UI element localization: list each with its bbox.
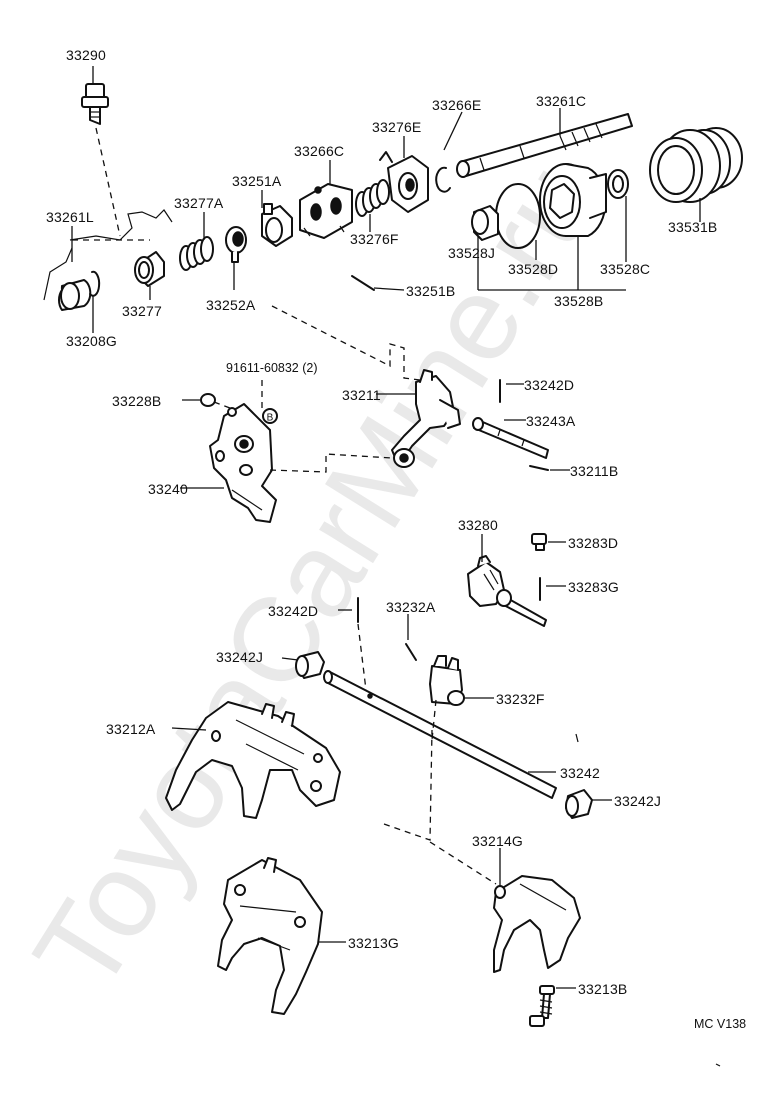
label-91611: 91611-60832 (2) xyxy=(226,361,318,375)
label-33528D: 33528D xyxy=(508,261,558,277)
label-33212A: 33212A xyxy=(106,721,156,737)
leader-dash-33211 xyxy=(271,305,421,381)
part-33213B-bolt xyxy=(529,985,555,1027)
part-33266C xyxy=(299,183,353,239)
label-33528J: 33528J xyxy=(448,245,495,261)
part-33266E xyxy=(435,166,451,193)
labels: 33290 33266E 33261C 33276E 33266C 33251A… xyxy=(46,47,746,1031)
label-33242D-lower: 33242D xyxy=(268,603,318,619)
part-bushing-left xyxy=(58,279,92,311)
part-33528J xyxy=(471,205,499,241)
label-33240: 33240 xyxy=(148,481,188,497)
part-33251B xyxy=(351,275,375,291)
leader-33242J-a xyxy=(281,657,299,661)
leader-33266E xyxy=(443,111,463,151)
part-33242-shaft xyxy=(323,670,557,799)
label-33528C: 33528C xyxy=(600,261,650,277)
part-33531B-boot xyxy=(649,127,743,203)
bolt-marker-circle xyxy=(262,408,278,424)
label-33242J-a: 33242J xyxy=(216,649,263,665)
part-33280 xyxy=(467,555,547,627)
label-33243A: 33243A xyxy=(526,413,576,429)
part-33290 xyxy=(81,83,109,125)
leader-33242D-dash xyxy=(357,623,367,691)
label-33261L: 33261L xyxy=(46,209,94,225)
part-33277 xyxy=(134,251,165,287)
label-33277A: 33277A xyxy=(174,195,224,211)
label-33276F: 33276F xyxy=(350,231,399,247)
leader-33290-dash xyxy=(95,127,121,237)
part-33211B xyxy=(529,465,549,471)
leader-33214G-dash xyxy=(429,841,497,885)
part-33212A-fork xyxy=(165,701,341,819)
label-33208G: 33208G xyxy=(66,333,117,349)
part-33228B xyxy=(200,393,216,407)
leader-33251B xyxy=(373,287,405,291)
label-33214G: 33214G xyxy=(472,833,523,849)
label-33277: 33277 xyxy=(122,303,162,319)
label-33251B: 33251B xyxy=(406,283,455,299)
label-33531B: 33531B xyxy=(668,219,717,235)
label-33228B: 33228B xyxy=(112,393,161,409)
bolt-marker-label: B xyxy=(267,413,274,424)
part-33283D xyxy=(531,533,547,551)
leader-33232F-dash xyxy=(431,699,437,741)
label-33211: 33211 xyxy=(342,387,381,403)
label-33261C: 33261C xyxy=(536,93,586,109)
leader-33212A xyxy=(171,727,207,731)
label-33280: 33280 xyxy=(458,517,498,533)
part-33243A-shaft xyxy=(472,417,549,459)
part-33232A xyxy=(405,643,417,661)
label-33213G: 33213G xyxy=(348,935,399,951)
part-33213G-fork xyxy=(217,857,323,1015)
leader-fork-dash xyxy=(383,729,433,841)
label-33211B: 33211B xyxy=(570,463,618,479)
label-33290: 33290 xyxy=(66,47,106,63)
label-33283G: 33283G xyxy=(568,579,619,595)
label-33242J-b: 33242J xyxy=(614,793,661,809)
part-33211-lever xyxy=(391,369,461,468)
stray-mark-2 xyxy=(715,1063,721,1067)
label-33242: 33242 xyxy=(560,765,600,781)
label-33232F: 33232F xyxy=(496,691,545,707)
stray-mark-1 xyxy=(575,733,579,743)
diagram-code: MC V138 xyxy=(694,1017,746,1031)
part-33214G-fork xyxy=(493,875,581,973)
label-33251A: 33251A xyxy=(232,173,282,189)
label-33213B: 33213B xyxy=(578,981,627,997)
part-33528B-housing xyxy=(539,163,607,237)
part-33232F xyxy=(429,655,465,706)
case-outline xyxy=(43,209,173,301)
label-33252A: 33252A xyxy=(206,297,256,313)
part-33251A xyxy=(261,203,293,247)
part-33528C xyxy=(607,169,629,199)
label-33232A: 33232A xyxy=(386,599,436,615)
label-33266C: 33266C xyxy=(294,143,344,159)
part-33277A-spring xyxy=(179,236,214,271)
part-33261C-shaft xyxy=(456,113,633,178)
part-33208G xyxy=(89,270,101,297)
part-33242J-b xyxy=(565,789,593,819)
label-33528B: 33528B xyxy=(554,293,603,309)
label-33283D: 33283D xyxy=(568,535,618,551)
label-33242D-upper: 33242D xyxy=(524,377,574,393)
part-33252A xyxy=(225,226,247,263)
part-33240-plate xyxy=(209,403,277,523)
label-33276E: 33276E xyxy=(372,119,421,135)
part-33242J-a xyxy=(295,651,325,679)
label-33266E: 33266E xyxy=(432,97,481,113)
leader-33228B-dash xyxy=(213,401,247,415)
part-33276F-spring xyxy=(355,179,390,217)
part-33276E xyxy=(379,151,429,213)
